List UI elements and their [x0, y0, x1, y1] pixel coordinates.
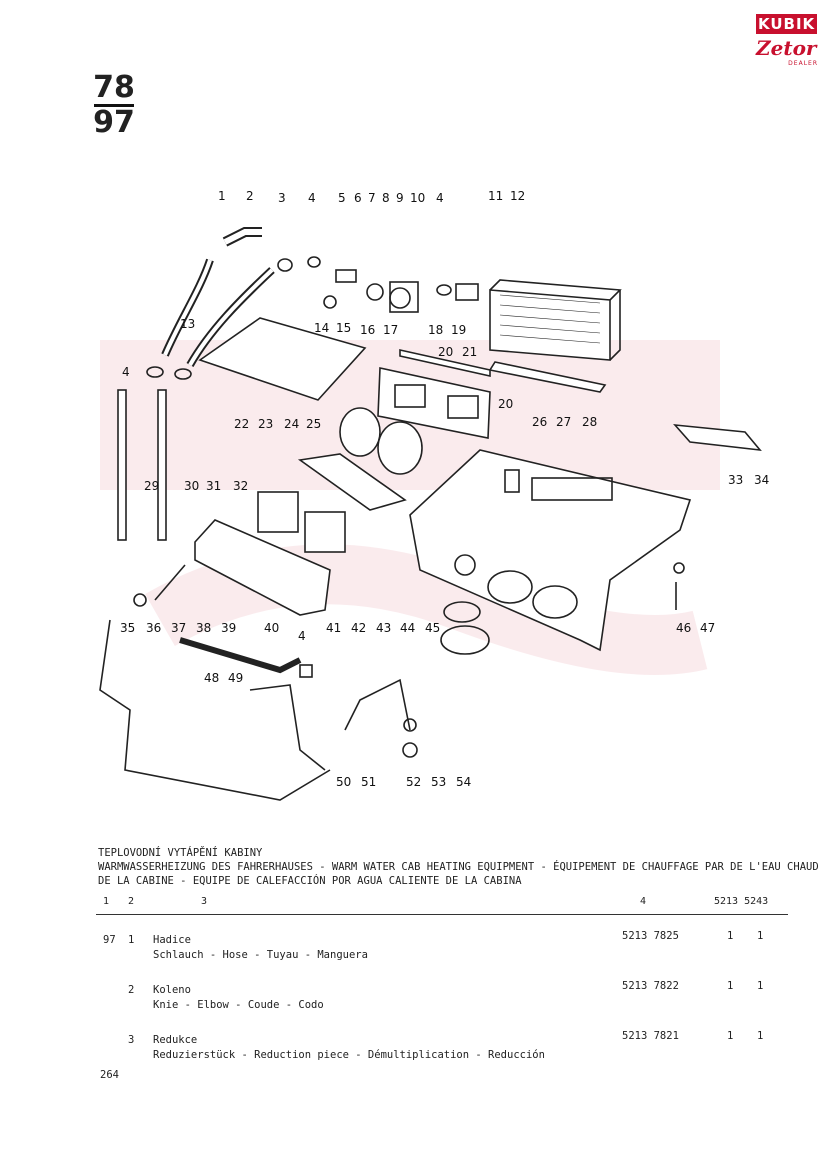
- column-header: 1: [103, 896, 110, 907]
- callout: 35: [120, 621, 135, 635]
- callout: 16: [360, 323, 375, 337]
- fraction-bar: [94, 104, 134, 107]
- footer-page-number: 264: [100, 1069, 119, 1081]
- callout: 11: [488, 189, 503, 203]
- callout: 28: [582, 415, 597, 429]
- column-header: 4: [640, 896, 647, 907]
- callout: 9: [396, 191, 404, 205]
- row-position: 1: [128, 934, 135, 946]
- callout: 3: [278, 191, 286, 205]
- callout: 30: [184, 479, 199, 493]
- callout: 31: [206, 479, 221, 493]
- caption-line: WARMWASSERHEIZUNG DES FAHRERHAUSES - WAR…: [98, 861, 819, 873]
- page-number: 78 97: [92, 72, 136, 139]
- callout: 53: [431, 775, 446, 789]
- column-header: 5213 5243: [714, 896, 769, 907]
- row-qty: 1: [727, 1030, 734, 1042]
- column-header: 3: [201, 896, 208, 907]
- callout: 21: [462, 345, 477, 359]
- callout: 29: [144, 479, 159, 493]
- callout: 10: [410, 191, 425, 205]
- caption-line: TEPLOVODNÍ VYTÁPĚNÍ KABINY: [98, 847, 263, 859]
- callout: 20: [438, 345, 453, 359]
- callout: 17: [383, 323, 398, 337]
- page-number-bottom: 97: [93, 105, 135, 140]
- row-part-number: 5213 7821: [622, 1030, 679, 1042]
- row-name: Redukce: [153, 1034, 198, 1046]
- row-translation: Schlauch - Hose - Tuyau - Manguera: [153, 949, 368, 961]
- row-position: 2: [128, 984, 135, 996]
- callout: 54: [456, 775, 471, 789]
- dealer-logo: KUBIK Zetor DEALER: [756, 14, 818, 74]
- parts-diagram: 1 2 3 4 5 6 7 8 9 10 4 11 12 13 14 15 16…: [99, 189, 769, 801]
- callout: 6: [354, 191, 362, 205]
- callout: 4: [436, 191, 444, 205]
- callout: 2: [246, 189, 254, 203]
- callout: 46: [676, 621, 691, 635]
- callout: 25: [306, 417, 321, 431]
- callout: 43: [376, 621, 391, 635]
- callout: 5: [338, 191, 346, 205]
- callout: 14: [314, 321, 329, 335]
- callout: 12: [510, 189, 525, 203]
- logo-dealer: DEALER: [788, 60, 818, 67]
- callout: 51: [361, 775, 376, 789]
- callout: 1: [218, 189, 226, 203]
- row-qty: 1: [727, 930, 734, 942]
- row-name: Hadice: [153, 934, 191, 946]
- callout: 20: [498, 397, 513, 411]
- row-qty: 1: [757, 980, 764, 992]
- row-figure: 97: [103, 934, 116, 946]
- callout: 41: [326, 621, 341, 635]
- callout: 7: [368, 191, 376, 205]
- callout: 13: [180, 317, 195, 331]
- callout: 32: [233, 479, 248, 493]
- page-number-top: 78: [93, 70, 135, 105]
- row-part-number: 5213 7822: [622, 980, 679, 992]
- row-part-number: 5213 7825: [622, 930, 679, 942]
- section-caption: TEPLOVODNÍ VYTÁPĚNÍ KABINY WARMWASSERHEI…: [98, 846, 819, 888]
- callout: 44: [400, 621, 415, 635]
- callout: 27: [556, 415, 571, 429]
- logo-zetor: Zetor: [756, 36, 817, 60]
- callout: 33: [728, 473, 743, 487]
- callout: 24: [284, 417, 299, 431]
- logo-kubik: KUBIK: [756, 14, 818, 34]
- callout: 8: [382, 191, 390, 205]
- callout: 45: [425, 621, 440, 635]
- callout: 40: [264, 621, 279, 635]
- row-name: Koleno: [153, 984, 191, 996]
- callout: 39: [221, 621, 236, 635]
- callout: 34: [754, 473, 769, 487]
- callout: 49: [228, 671, 243, 685]
- callout: 4: [122, 365, 130, 379]
- callout: 47: [700, 621, 715, 635]
- row-translation: Reduzierstück - Reduction piece - Démult…: [153, 1049, 545, 1061]
- caption-line: DE LA CABINE - EQUIPE DE CALEFACCIÓN POR…: [98, 875, 522, 887]
- row-qty: 1: [757, 1030, 764, 1042]
- header-rule: [96, 914, 788, 915]
- callout: 38: [196, 621, 211, 635]
- column-header: 2: [128, 896, 135, 907]
- callout: 4: [298, 629, 306, 643]
- callout: 4: [308, 191, 316, 205]
- callout: 42: [351, 621, 366, 635]
- callout: 22: [234, 417, 249, 431]
- callout: 37: [171, 621, 186, 635]
- callout: 18: [428, 323, 443, 337]
- callout: 52: [406, 775, 421, 789]
- callout: 15: [336, 321, 351, 335]
- callout: 36: [146, 621, 161, 635]
- callout: 48: [204, 671, 219, 685]
- row-qty: 1: [727, 980, 734, 992]
- row-qty: 1: [757, 930, 764, 942]
- callout: 50: [336, 775, 351, 789]
- callout: 23: [258, 417, 273, 431]
- row-position: 3: [128, 1034, 135, 1046]
- callout: 26: [532, 415, 547, 429]
- callout: 19: [451, 323, 466, 337]
- row-translation: Knie - Elbow - Coude - Codo: [153, 999, 324, 1011]
